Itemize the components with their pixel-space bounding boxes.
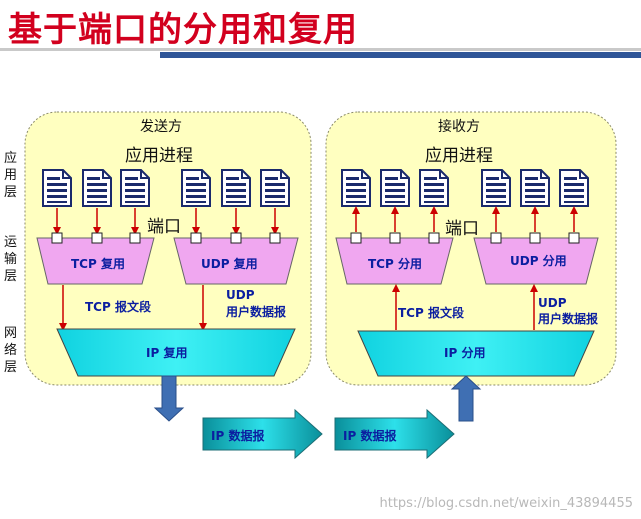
port-square-icon (190, 232, 202, 244)
sender-tcp-mux-box (36, 237, 155, 285)
receiver-tcp-demux-box (335, 237, 454, 285)
document-icon (120, 169, 150, 207)
layer-label-network: 网络层 (4, 326, 18, 375)
title-rule-blue (160, 52, 641, 58)
document-icon (341, 169, 371, 207)
document-icon (82, 169, 112, 207)
port-square-icon (91, 232, 103, 244)
page-title: 基于端口的分用和复用 (8, 10, 358, 50)
sender-tcp-segment-label: TCP 报文段 (85, 299, 152, 314)
sender-udp-datagram-label: 用户数据报 (225, 304, 286, 319)
sender-panel: 发送方 应用进程 端口 TCP 复用 UDP 复用 TCP 报文段 UDP 用户… (24, 111, 312, 386)
receiver-port-label: 端口 (445, 219, 479, 239)
port-square-icon (230, 232, 242, 244)
sender-ip-mux-box (56, 328, 296, 377)
sender-ip-label: IP 复用 (146, 345, 187, 360)
document-icon (221, 169, 251, 207)
receiver-ip-label: IP 分用 (444, 345, 485, 360)
port-square-icon (129, 232, 141, 244)
receiver-tcp-label: TCP 分用 (368, 256, 422, 271)
port-square-icon (490, 232, 502, 244)
up-arrow-icon (450, 375, 482, 422)
sender-udp-mux-box (173, 237, 299, 285)
port-square-icon (529, 232, 541, 244)
sender-udp-label-2: UDP (226, 288, 255, 302)
sender-port-label: 端口 (147, 217, 181, 237)
ip-datagram-arrow-1: IP 数据报 (202, 408, 323, 460)
document-icon (42, 169, 72, 207)
down-arrow-icon (153, 375, 185, 422)
receiver-label: 接收方 (438, 118, 480, 135)
ip-datagram-label-2: IP 数据报 (343, 428, 396, 443)
port-square-icon (51, 232, 63, 244)
port-square-icon (428, 232, 440, 244)
sender-tcp-label: TCP 复用 (71, 256, 125, 271)
sender-label: 发送方 (140, 119, 182, 135)
port-square-icon (389, 232, 401, 244)
layer-label-transport: 运输层 (4, 235, 18, 284)
document-icon (380, 169, 410, 207)
ip-datagram-label-1: IP 数据报 (211, 428, 264, 443)
receiver-tcp-segment-label: TCP 报文段 (398, 305, 465, 320)
receiver-panel: 接收方 应用进程 端口 TCP 分用 UDP 分用 TCP 报文段 UDP 用户… (325, 111, 617, 386)
document-icon (181, 169, 211, 207)
receiver-ip-demux-box (357, 330, 595, 377)
port-square-icon (269, 232, 281, 244)
receiver-udp-demux-box (473, 237, 599, 285)
title-rule-grey (0, 48, 641, 51)
layer-label-app: 应用层 (4, 151, 18, 200)
document-icon (260, 169, 290, 207)
document-icon (559, 169, 589, 207)
port-square-icon (568, 232, 580, 244)
receiver-udp-label: UDP 分用 (510, 253, 567, 268)
watermark: https://blog.csdn.net/weixin_43894455 (379, 496, 633, 511)
sender-udp-label: UDP 复用 (201, 256, 258, 271)
receiver-udp-datagram-label: 用户数据报 (537, 311, 598, 326)
document-icon (520, 169, 550, 207)
ip-datagram-arrow-2: IP 数据报 (334, 408, 455, 460)
sender-process-label: 应用进程 (125, 146, 193, 166)
receiver-process-label: 应用进程 (425, 146, 493, 166)
document-icon (481, 169, 511, 207)
receiver-udp-label-2: UDP (538, 296, 567, 310)
port-square-icon (350, 232, 362, 244)
document-icon (419, 169, 449, 207)
